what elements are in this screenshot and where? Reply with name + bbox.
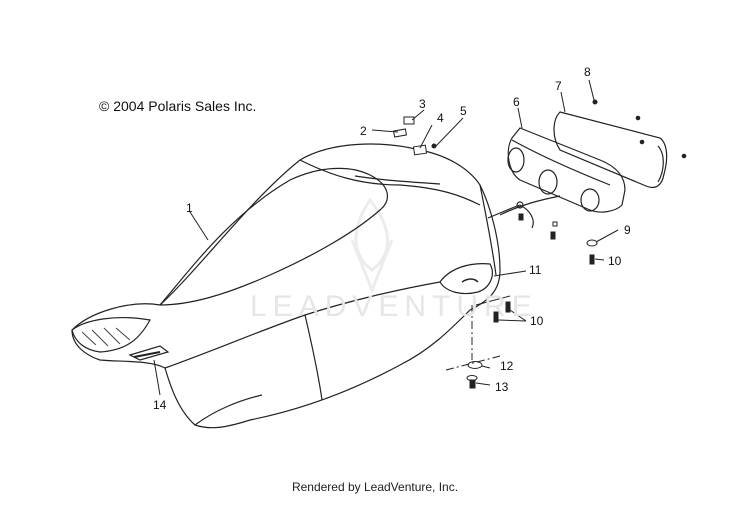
callout-3: 3 xyxy=(419,97,426,111)
callout-6: 6 xyxy=(513,95,520,109)
callout-10-upper: 10 xyxy=(608,254,622,268)
callout-9: 9 xyxy=(624,223,631,237)
copyright-text: © 2004 Polaris Sales Inc. xyxy=(99,98,257,114)
callout-11: 11 xyxy=(529,263,542,277)
watermark-logo xyxy=(350,197,394,295)
callout-2: 2 xyxy=(360,124,367,138)
callout-8: 8 xyxy=(584,65,591,79)
footer-credit: Rendered by LeadVenture, Inc. xyxy=(291,480,459,494)
hardware-parts xyxy=(133,99,687,389)
callout-4: 4 xyxy=(437,111,444,125)
callout-labels: 1 2 3 4 5 6 7 8 9 10 11 10 12 13 14 xyxy=(153,65,631,412)
callout-5: 5 xyxy=(460,104,467,118)
callout-14: 14 xyxy=(153,398,167,412)
seat-body xyxy=(71,143,501,429)
callout-7: 7 xyxy=(555,79,562,93)
callout-1: 1 xyxy=(186,201,193,215)
tail-light-assembly xyxy=(487,127,626,229)
watermark-text: LEADVENTURE xyxy=(250,290,538,323)
leader-lines xyxy=(153,79,619,396)
lens-panel xyxy=(553,111,668,189)
callout-12: 12 xyxy=(500,359,514,373)
callout-10-lower: 10 xyxy=(530,314,544,328)
callout-13: 13 xyxy=(495,380,509,394)
